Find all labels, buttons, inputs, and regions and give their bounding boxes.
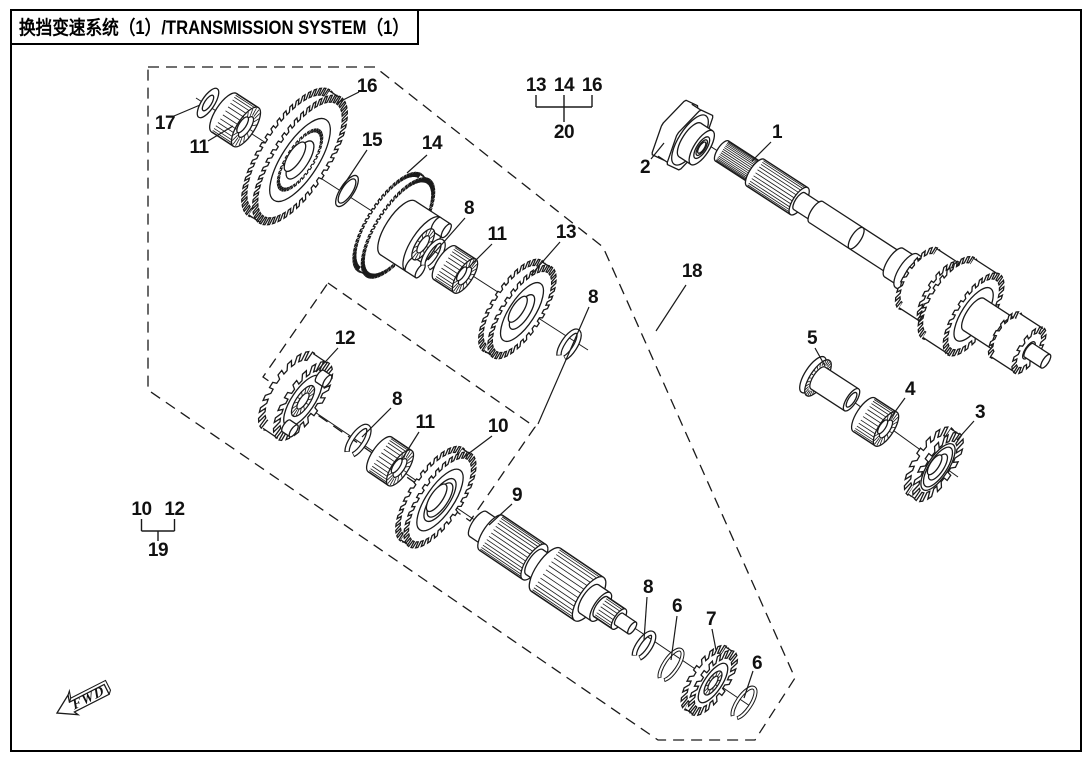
group-callout-20: 20: [554, 122, 574, 143]
callout-leader-9: [489, 504, 512, 525]
page-title: 换挡变速系统（1）/TRANSMISSION SYSTEM（1）: [19, 16, 409, 39]
callout-leader-16: [337, 92, 359, 103]
part-callout-12: 12: [335, 328, 355, 349]
callout-leader-15: [341, 150, 367, 189]
callout-leader-8: [644, 597, 647, 640]
callout-leader-14: [407, 155, 427, 173]
grouped-callout-layer: 13 14 16 20 10 12 19: [131, 75, 602, 561]
callout-leader-11: [402, 432, 419, 459]
callout-leader-6: [671, 616, 677, 660]
part-callout-7: 7: [706, 609, 716, 630]
part-callout-2: 2: [640, 157, 650, 178]
callout-leader-12: [316, 348, 338, 372]
part-callout-16: 16: [357, 76, 377, 97]
part-callout-5: 5: [807, 328, 818, 349]
part-8-circlip-b: [555, 328, 583, 361]
parts-layer: [193, 74, 1074, 722]
part-callout-3: 3: [975, 402, 985, 423]
group-bracket: [536, 95, 592, 122]
fwd-arrow-body: [52, 678, 111, 723]
callout-leader-5: [815, 348, 825, 366]
group-callout-19: 19: [148, 540, 168, 561]
callout-leader-11: [208, 126, 233, 141]
callout-leader-7: [712, 629, 716, 650]
part-6-washer-a: [655, 646, 686, 683]
part-14-gear-assembly: [340, 162, 468, 301]
part-callout-11: 11: [487, 224, 507, 245]
group-bracket: [142, 519, 175, 541]
part-callout-15: 15: [362, 130, 383, 151]
part-callout-11: 11: [415, 412, 435, 433]
part-callout-14: 14: [422, 133, 443, 154]
group-19-dashed-outline: [263, 283, 535, 521]
callout-leader-3: [957, 421, 974, 440]
part-3-gear: [895, 420, 972, 509]
part-9-output-shaft: [459, 499, 649, 651]
part-16-gear: [224, 74, 364, 238]
part-10-gear: [383, 436, 489, 558]
callout-leader-18: [656, 285, 686, 331]
part-8-circlip-d: [631, 630, 657, 661]
part-15-ring: [331, 172, 362, 210]
part-13-gear: [466, 250, 568, 369]
part-callout-13: 13: [556, 222, 576, 243]
part-callout-17: 17: [155, 113, 175, 134]
callout-leader-11: [469, 244, 492, 267]
part-callout-11: 11: [189, 137, 209, 158]
part-callout-8: 8: [464, 198, 474, 219]
part-callout-6: 6: [672, 596, 682, 617]
part-8-circlip-c: [343, 423, 373, 458]
callout-leader-1: [752, 142, 771, 161]
group-member-10: 10: [131, 499, 151, 520]
part-4-needle-bearing: [847, 394, 903, 450]
callout-leader-4: [889, 398, 905, 420]
group-member-14: 14: [554, 75, 575, 96]
group-member-16: 16: [582, 75, 602, 96]
part-callout-8: 8: [588, 287, 598, 308]
part-11-needle-bearing-b: [428, 242, 483, 297]
part-12-sliding-gear: [248, 343, 343, 449]
part-callout-4: 4: [905, 379, 916, 400]
callout-leader-6: [744, 671, 753, 698]
part-7-gear: [672, 638, 746, 722]
callout-leader-2: [651, 143, 664, 159]
fwd-label: FWD: [69, 683, 106, 714]
callout-leader-8: [428, 218, 465, 260]
fwd-arrow: FWD: [51, 674, 114, 723]
part-callout-10: 10: [488, 416, 508, 437]
part-callout-8: 8: [643, 577, 653, 598]
title-box: [11, 10, 418, 44]
part-callout-1: 1: [772, 122, 783, 143]
page-border: [11, 10, 1081, 751]
part-callout-18: 18: [682, 261, 702, 282]
part-17-washer: [193, 85, 222, 121]
callout-leader-8: [538, 307, 589, 424]
part-callout-8: 8: [392, 389, 402, 410]
part-callout-9: 9: [512, 485, 522, 506]
part-6-washer-b: [728, 684, 759, 721]
callout-leader-10: [464, 436, 492, 457]
part-callout-6: 6: [752, 653, 762, 674]
part-11-needle-bearing-c: [362, 433, 419, 490]
group-member-13: 13: [526, 75, 546, 96]
fwd-arrow-extrusion: [65, 674, 112, 712]
callout-leader-17: [174, 105, 200, 116]
group-18-dashed-outline: [148, 67, 795, 740]
part-11-needle-bearing-a: [204, 89, 265, 151]
part-1-main-shaft: [692, 108, 1074, 403]
group-member-12: 12: [164, 499, 184, 520]
part-5-bushing: [795, 353, 867, 420]
callout-leader-8: [362, 408, 391, 437]
callout-leader-13: [531, 242, 560, 275]
part-2-nut: [646, 95, 727, 179]
